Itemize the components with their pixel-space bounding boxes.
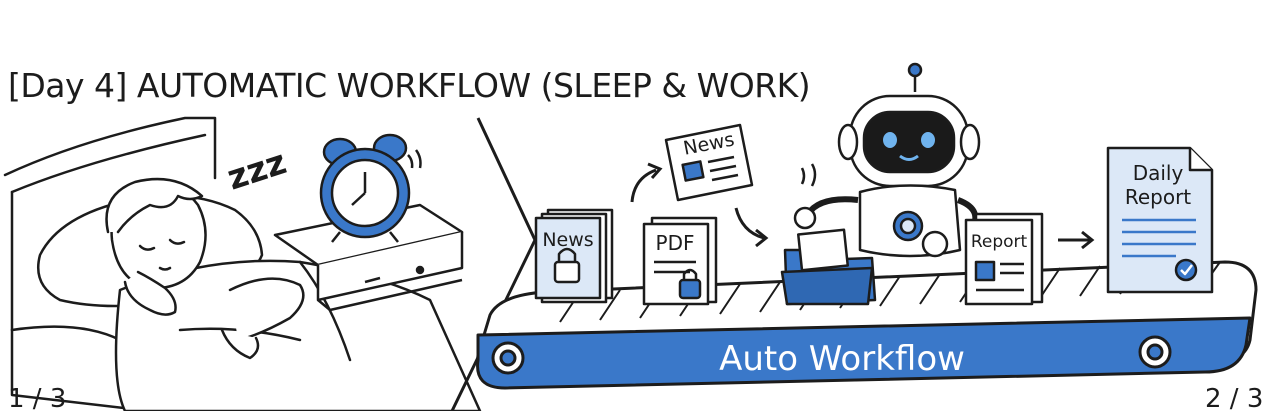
daily-report-label-line2: Report <box>1125 185 1191 209</box>
robot-icon <box>793 62 981 258</box>
alarm-clock-icon <box>319 133 422 243</box>
news-locked-document-icon <box>534 208 614 304</box>
pdf-document-icon <box>642 216 718 306</box>
bed-scene <box>3 116 482 411</box>
conveyor-belt <box>476 260 1258 390</box>
arrow-down-icon <box>734 207 765 240</box>
folder-icon <box>780 228 877 306</box>
conveyor-label: Auto Workflow <box>719 339 965 379</box>
daily-report-label-line1: Daily <box>1133 161 1184 185</box>
arrow-up-icon <box>630 168 657 203</box>
news-locked-label: News <box>542 229 593 251</box>
pdf-label: PDF <box>656 231 695 255</box>
sleep-zzz-text: zzz <box>222 142 291 198</box>
report-document-icon <box>964 212 1044 306</box>
page-title: [Day 4] AUTOMATIC WORKFLOW (SLEEP & WORK… <box>8 66 811 105</box>
daily-report-document-icon <box>1106 146 1214 294</box>
report-label: Report <box>971 232 1028 252</box>
news-fetched-document-icon <box>664 123 754 202</box>
page-indicator-left: 1 / 3 <box>8 384 67 414</box>
page-indicator-right: 2 / 3 <box>1205 384 1264 414</box>
